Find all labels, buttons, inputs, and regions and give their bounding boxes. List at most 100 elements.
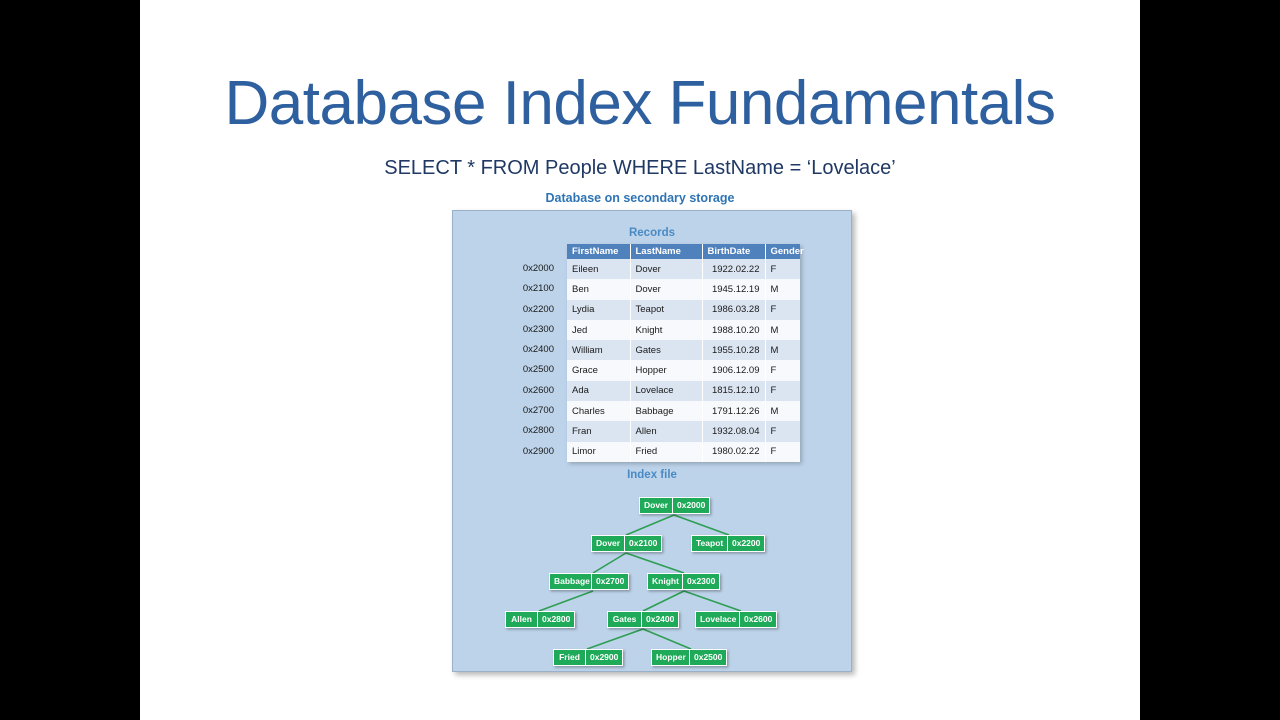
record-gender: M — [765, 279, 800, 300]
record-birthdate: 1945.12.19 — [702, 279, 766, 300]
record-address: 0x2900 — [522, 445, 554, 457]
record-gender: F — [765, 299, 800, 320]
record-address: 0x2400 — [522, 344, 554, 356]
index-node-address: 0x2600 — [740, 612, 776, 627]
record-address: 0x2500 — [522, 364, 554, 376]
index-node-address: 0x2900 — [586, 650, 622, 665]
index-node-address: 0x2500 — [690, 650, 726, 665]
record-lastname: Gates — [630, 340, 703, 361]
record-firstname: William — [567, 340, 631, 361]
record-lastname: Knight — [630, 319, 703, 341]
index-node-key: Allen — [506, 612, 538, 627]
index-node-address: 0x2300 — [683, 574, 719, 589]
index-node-key: Lovelace — [696, 612, 740, 627]
record-gender: F — [765, 360, 800, 381]
record-firstname: Ada — [567, 380, 631, 402]
record-address: 0x2100 — [522, 283, 554, 295]
tree-edge — [538, 590, 594, 612]
letterbox-bar-right — [1140, 0, 1280, 720]
record-address: 0x2000 — [522, 263, 554, 274]
tree-edge — [592, 552, 627, 574]
record-firstname: Lydia — [567, 299, 631, 320]
record-birthdate: 1988.10.20 — [702, 319, 766, 341]
letterbox-bar-left — [0, 0, 140, 720]
record-lastname: Allen — [630, 421, 703, 442]
column-header-firstname: FirstName — [567, 244, 631, 259]
record-lastname: Babbage — [630, 401, 703, 422]
record-firstname: Limor — [567, 441, 631, 462]
record-birthdate: 1955.10.28 — [702, 340, 766, 361]
index-node-address: 0x2200 — [728, 536, 764, 551]
record-birthdate: 1906.12.09 — [702, 360, 766, 381]
index-node-key: Fried — [554, 650, 586, 665]
record-gender: M — [765, 319, 800, 341]
tree-edge-lines — [538, 514, 742, 650]
record-birthdate: 1791.12.26 — [702, 401, 766, 422]
record-gender: F — [765, 441, 800, 462]
record-lastname: Dover — [630, 279, 703, 300]
record-firstname: Charles — [567, 401, 631, 422]
records-table: FirstName LastName BirthDate Gender Eile… — [567, 244, 804, 462]
slide-title: Database Index Fundamentals — [224, 69, 1056, 138]
record-birthdate: 1980.02.22 — [702, 441, 766, 462]
tree-edge — [586, 628, 644, 650]
record-lastname: Fried — [630, 441, 703, 462]
record-firstname: Fran — [567, 421, 631, 442]
record-firstname: Jed — [567, 319, 631, 341]
index-node-address: 0x2000 — [673, 498, 709, 513]
index-node-key: Dover — [640, 498, 673, 513]
record-address: 0x2200 — [522, 303, 554, 315]
record-birthdate: 1932.08.04 — [702, 421, 766, 442]
record-firstname: Ben — [567, 279, 631, 300]
record-firstname: Grace — [567, 360, 631, 381]
record-lastname: Teapot — [630, 299, 703, 320]
record-birthdate: 1986.03.28 — [702, 299, 766, 320]
record-gender: F — [765, 380, 800, 402]
records-table-header-row: FirstName LastName BirthDate Gender — [567, 244, 804, 259]
index-node-key: Hopper — [652, 650, 690, 665]
tree-edge — [642, 590, 685, 612]
tree-edge — [625, 514, 675, 536]
panel-caption: Database on secondary storage — [545, 191, 735, 205]
record-birthdate: 1815.12.10 — [702, 380, 766, 402]
records-section-label: Records — [628, 227, 676, 239]
tree-edge — [673, 514, 730, 536]
record-birthdate: 1922.02.22 — [702, 259, 766, 280]
index-node-address: 0x2400 — [642, 612, 678, 627]
index-node-address: 0x2100 — [625, 536, 661, 551]
index-node-key: Dover — [592, 536, 625, 551]
record-gender: F — [765, 259, 800, 280]
index-node-key: Teapot — [692, 536, 728, 551]
tree-edge — [642, 628, 692, 650]
tree-edge — [625, 552, 685, 574]
slide-canvas: Database Index Fundamentals SELECT * FRO… — [140, 0, 1140, 720]
tree-edge — [683, 590, 742, 612]
index-node-key: Gates — [608, 612, 642, 627]
database-storage-panel: Records 0x2000 0x2100 0x2200 0x2300 0x2400 0x… — [452, 210, 852, 672]
record-address: 0x2700 — [522, 405, 554, 417]
